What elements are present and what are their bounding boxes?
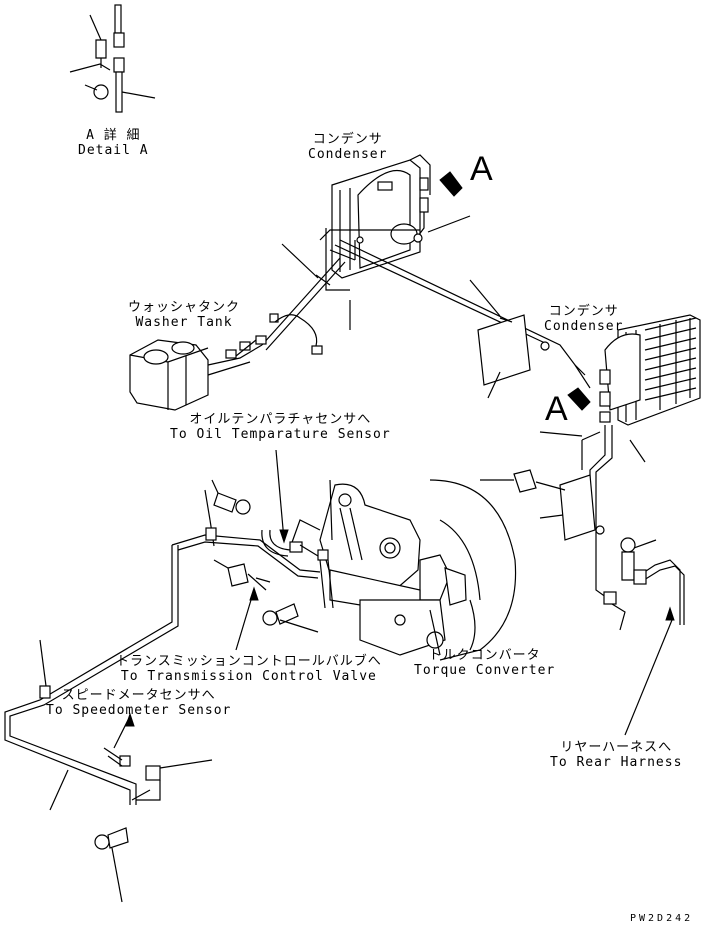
speedometer-sensor-label: スピードメータセンサへ To Speedometer Sensor bbox=[46, 688, 231, 718]
speedometer-sensor-label-en: To Speedometer Sensor bbox=[46, 703, 232, 718]
lower-condenser-drawing bbox=[539, 314, 701, 532]
view-marker-upper: A bbox=[470, 150, 493, 188]
washer-tank-label-jp: ウォッシャタンク bbox=[128, 300, 241, 315]
detail-a-label-jp: A 詳 細 bbox=[86, 128, 141, 143]
washer-tank-label: ウォッシャタンク Washer Tank bbox=[128, 300, 240, 330]
rear-harness-label-en: To Rear Harness bbox=[550, 755, 683, 770]
rear-harness-label: リヤーハーネスへ To Rear Harness bbox=[550, 740, 682, 770]
rear-harness-label-jp: リヤーハーネスへ bbox=[560, 740, 673, 755]
oil-temp-sensor-label-en: To Oil Temparature Sensor bbox=[170, 427, 391, 442]
condenser-lower-label: コンデンサ Condenser bbox=[544, 304, 623, 334]
condenser-lower-label-en: Condenser bbox=[544, 319, 624, 334]
torque-converter-drawing bbox=[261, 479, 517, 661]
detail-a-label: A 詳 細 Detail A bbox=[78, 128, 149, 158]
torque-converter-label: トルクコンバータ Torque Converter bbox=[414, 648, 555, 678]
speedometer-harness-drawing bbox=[4, 479, 321, 903]
oil-temp-sensor-label: オイルテンパラチャセンサへ To Oil Temparature Sensor bbox=[170, 412, 391, 442]
condenser-upper-label-jp: コンデンサ bbox=[312, 132, 383, 147]
detail-a-drawing bbox=[69, 4, 156, 113]
torque-converter-label-en: Torque Converter bbox=[414, 663, 556, 678]
transmission-valve-label: トランスミッションコントロールバルブへ To Transmission Cont… bbox=[116, 654, 382, 684]
washer-tank-label-en: Washer Tank bbox=[135, 315, 233, 330]
condenser-upper-label-en: Condenser bbox=[308, 147, 388, 162]
oil-temp-sensor-label-jp: オイルテンパラチャセンサへ bbox=[189, 412, 372, 427]
speedometer-sensor-label-jp: スピードメータセンサへ bbox=[61, 688, 216, 703]
torque-converter-label-jp: トルクコンバータ bbox=[428, 648, 541, 663]
transmission-valve-label-en: To Transmission Control Valve bbox=[120, 669, 377, 684]
detail-a-label-en: Detail A bbox=[78, 143, 149, 158]
view-marker-lower: A bbox=[545, 390, 568, 428]
transmission-valve-label-jp: トランスミッションコントロールバルブへ bbox=[116, 654, 382, 669]
washer-tank-drawing bbox=[129, 313, 323, 411]
upper-condenser-drawing bbox=[281, 154, 471, 330]
condenser-upper-label: コンデンサ Condenser bbox=[308, 132, 387, 162]
condenser-lower-label-jp: コンデンサ bbox=[548, 304, 619, 319]
drawing-code: PW2D242 bbox=[630, 913, 694, 924]
